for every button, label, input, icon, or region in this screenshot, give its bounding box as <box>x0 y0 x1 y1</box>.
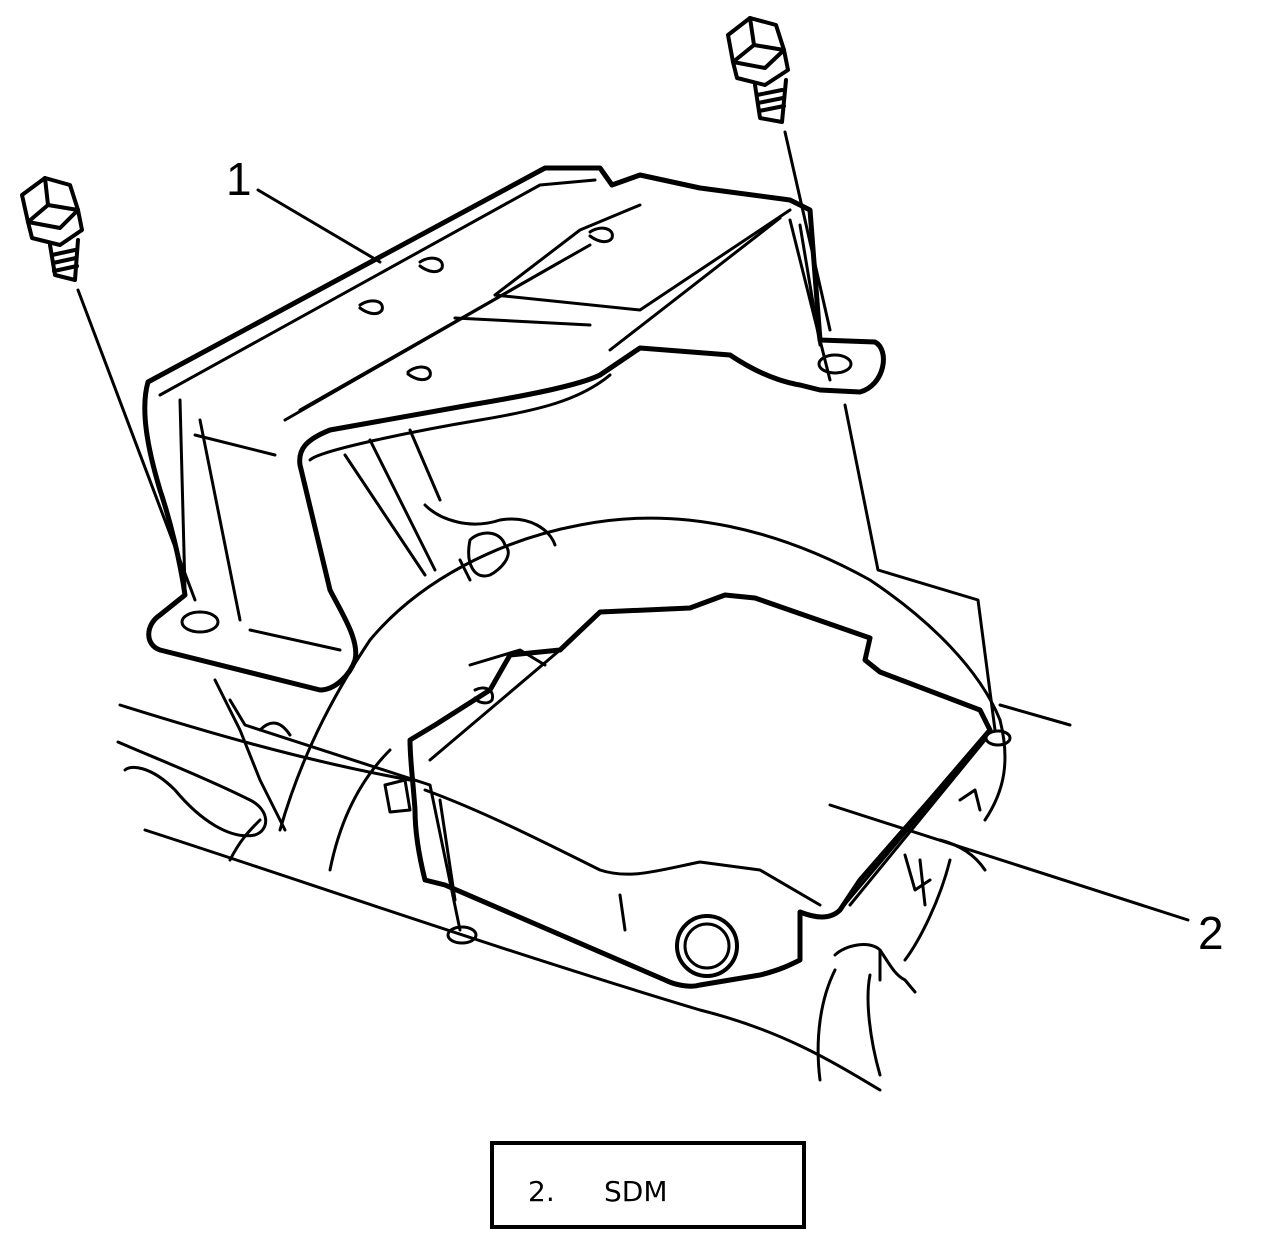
legend-number: 2. <box>528 1175 555 1208</box>
sdm-module <box>383 592 1012 989</box>
callout-1: 1 <box>226 153 252 205</box>
floor-tunnel <box>116 503 1007 1092</box>
callout-2: 2 <box>1198 907 1224 959</box>
legend-box: 2. SDM <box>490 1141 806 1229</box>
leader-line-1 <box>256 188 382 264</box>
leader-lines <box>256 188 1190 922</box>
mounting-bracket <box>142 165 886 693</box>
alignment-lines <box>76 130 1072 932</box>
bolt-left <box>20 176 84 282</box>
legend-label: SDM <box>604 1175 668 1208</box>
leader-line-2 <box>828 803 1190 922</box>
bolt-right <box>726 16 790 124</box>
